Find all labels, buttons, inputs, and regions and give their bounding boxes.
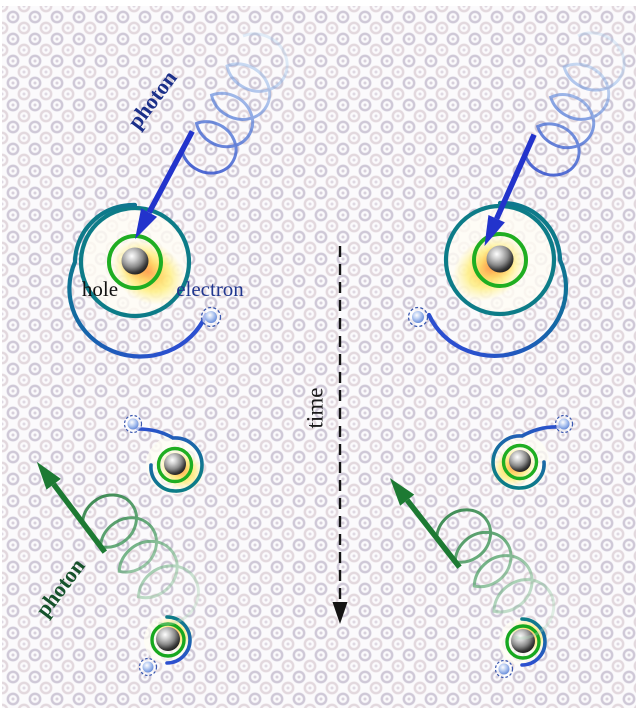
time-axis: time xyxy=(302,246,348,624)
photon-helix xyxy=(180,32,289,175)
photon-label-absorbed: photon xyxy=(122,66,182,134)
electron-dot xyxy=(407,306,429,328)
electron-core xyxy=(127,418,139,430)
exciton-top-right xyxy=(407,200,569,359)
electron-dot xyxy=(123,414,143,434)
photon-arrowhead xyxy=(135,208,158,240)
photon-arrow-shaft xyxy=(51,482,108,554)
hole-sphere xyxy=(164,453,186,475)
electron-spiral-arm xyxy=(491,425,561,490)
hole-sphere xyxy=(121,247,149,275)
electron-dot xyxy=(138,657,158,677)
photon-helix xyxy=(81,493,200,626)
electron-dot xyxy=(200,306,222,328)
photon-helix xyxy=(435,508,556,640)
exciton-middle-right xyxy=(491,414,574,491)
inner-orbit-ring xyxy=(472,232,528,288)
emitted-photon-bottom-left xyxy=(36,461,200,626)
photon-label-emitted: photon xyxy=(30,554,90,622)
inner-orbit-ring xyxy=(501,443,539,481)
electron-spiral-arm xyxy=(520,617,547,667)
electron-core xyxy=(498,663,510,675)
absorbed-photon-top-right xyxy=(484,31,626,247)
hole-sphere xyxy=(509,450,531,472)
electron-dot xyxy=(494,659,514,679)
electron-label: electron xyxy=(176,277,244,301)
hole-sphere xyxy=(511,629,535,653)
photon-arrowhead xyxy=(389,478,415,506)
photon-arrow-shaft xyxy=(494,133,537,220)
electron-core xyxy=(558,418,570,430)
photon-arrowhead xyxy=(484,215,505,247)
photon-arrow-shaft xyxy=(405,498,462,569)
emitted-photon-bottom-right xyxy=(389,478,556,640)
electron-spiral-arm xyxy=(67,202,209,359)
electron-spiral-arm xyxy=(426,200,569,359)
absorbed-photon-top-left xyxy=(135,32,289,240)
hole-sphere xyxy=(486,245,514,273)
exciton-bottom-left xyxy=(138,615,194,677)
dotted-background-pattern xyxy=(2,6,636,708)
time-arrowhead xyxy=(332,602,348,624)
hole-label: hole xyxy=(82,277,118,301)
exciton-middle-left xyxy=(123,414,204,494)
time-label: time xyxy=(302,388,327,429)
electron-core xyxy=(412,311,424,323)
inner-orbit-ring xyxy=(505,624,541,660)
electron-dot xyxy=(554,414,574,434)
hole-sphere xyxy=(156,627,180,651)
electron-core xyxy=(205,311,217,323)
photon-helix xyxy=(523,31,626,177)
photon-arrowhead xyxy=(36,461,61,490)
photon-arrow-shaft xyxy=(146,130,195,214)
exciton-bottom-right xyxy=(494,617,549,679)
diagram-labels: photon hole electron photon xyxy=(30,66,244,622)
exciton-top-left xyxy=(67,202,222,359)
outer-orbit-ring xyxy=(78,205,192,319)
electron-spiral-arm xyxy=(165,615,192,665)
inner-orbit-ring xyxy=(156,446,194,484)
electron-core xyxy=(142,661,154,673)
inner-orbit-ring xyxy=(107,234,163,290)
electron-spiral-arm xyxy=(136,427,204,493)
